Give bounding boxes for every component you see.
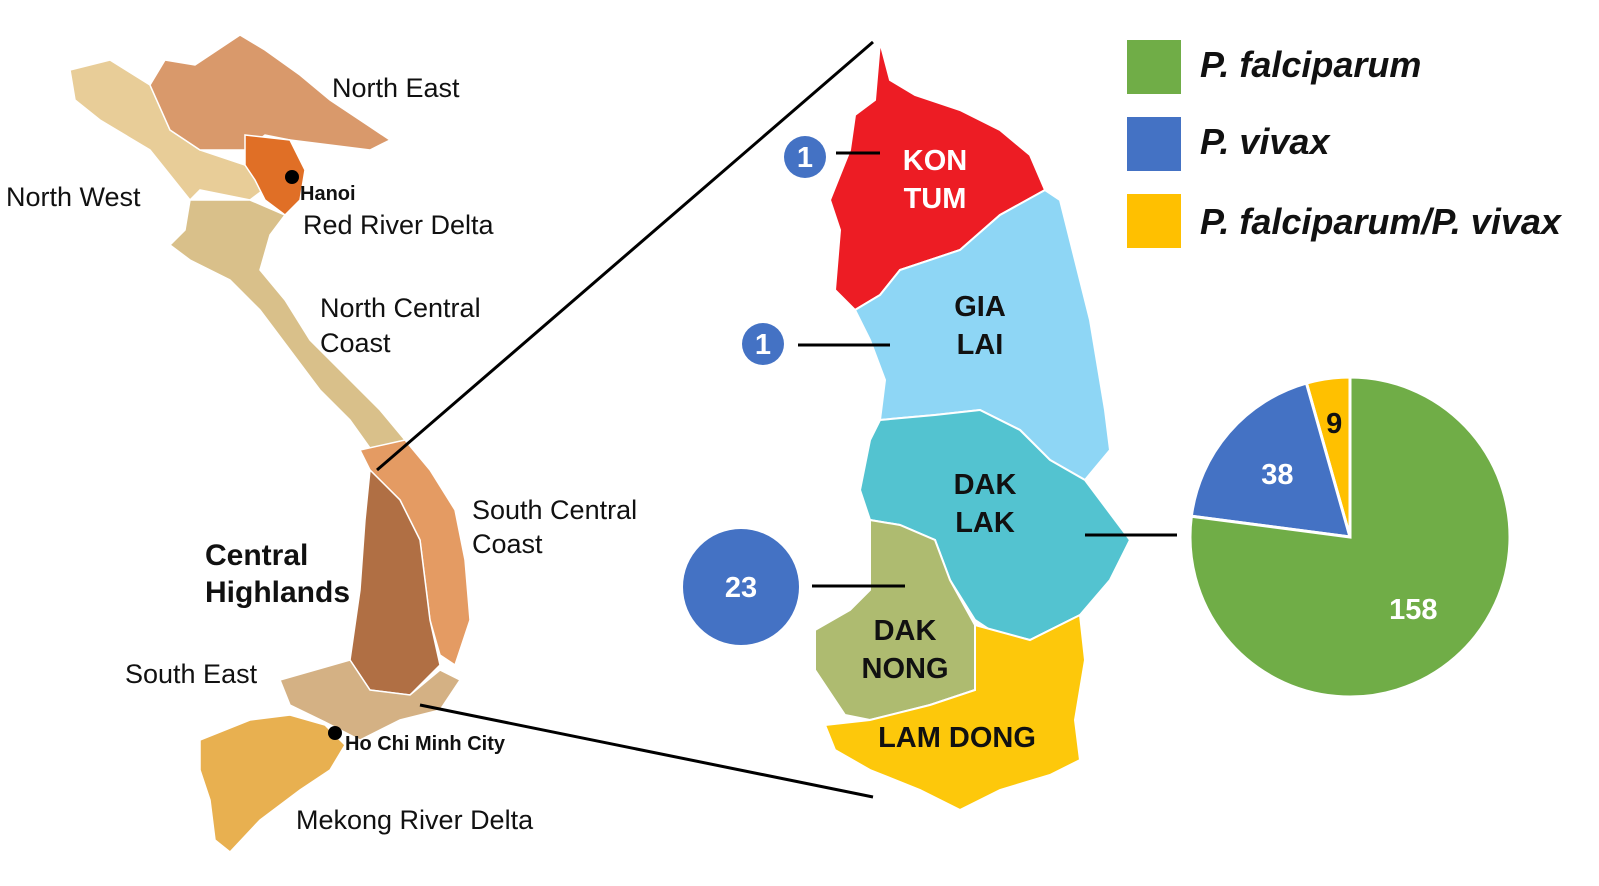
zoom-line-top [376,40,874,472]
legend-label-pv: P. vivax [1200,121,1331,162]
hcmc-marker [328,726,342,740]
label-hanoi: Hanoi [300,183,356,205]
label-tum: TUM [904,183,967,215]
legend-swatch-mixed [1127,194,1181,248]
legend-label-pf: P. falciparum [1200,44,1421,85]
label-north-central-coast: Coast [320,328,391,358]
label-kon: KON [903,145,967,177]
label-dak-1: DAK [954,469,1017,501]
label-south-central: South Central [472,495,637,525]
pie-chart-daklak: 9 38 158 [1188,375,1512,699]
pie-label-2: 158 [1389,594,1437,626]
central-highlands-map [814,41,1132,812]
pie-label-1: 38 [1261,459,1293,491]
legend-swatch-pf [1127,40,1181,94]
label-ho-chi-minh-city: Ho Chi Minh City [345,733,506,755]
pie-slice-2 [1188,375,1512,699]
province-lam-dong [823,613,1087,812]
hanoi-marker [285,170,299,184]
bubble-gialai [742,323,784,365]
zoom-line-bottom [419,703,874,799]
region-south-east [278,659,462,741]
label-mekong-river-delta: Mekong River Delta [296,805,534,835]
count-daknong: 23 [725,572,757,604]
label-nong: NONG [862,653,949,685]
region-north-east [149,34,392,151]
label-lai: LAI [957,329,1004,361]
label-lak: LAK [955,507,1015,539]
label-gia: GIA [954,291,1006,323]
label-north-central: North Central [320,293,481,323]
pie-slice-1 [1189,381,1353,539]
region-red-river-delta [244,134,306,216]
label-south-east: South East [125,659,258,689]
vietnam-map [69,34,471,854]
label-highlands: Highlands [205,576,350,609]
bubble-kontum [784,136,826,178]
count-gialai: 1 [755,329,771,361]
label-central: Central [205,539,308,572]
label-red-river-delta: Red River Delta [303,210,495,240]
region-mekong-river-delta [199,714,346,854]
label-south-central-coast: Coast [472,529,543,559]
label-north-east: North East [332,73,460,103]
pie-label-0: 9 [1326,408,1342,440]
count-kontum: 1 [797,142,813,174]
bubble-daknong [683,529,799,645]
legend-label-mixed: P. falciparum/P. vivax [1200,201,1563,242]
label-lam-dong: LAM DONG [878,722,1036,754]
legend: P. falciparum P. vivax P. falciparum/P. … [1127,40,1563,248]
label-north-west: North West [6,182,141,212]
legend-swatch-pv [1127,117,1181,171]
label-dak-2: DAK [874,615,937,647]
